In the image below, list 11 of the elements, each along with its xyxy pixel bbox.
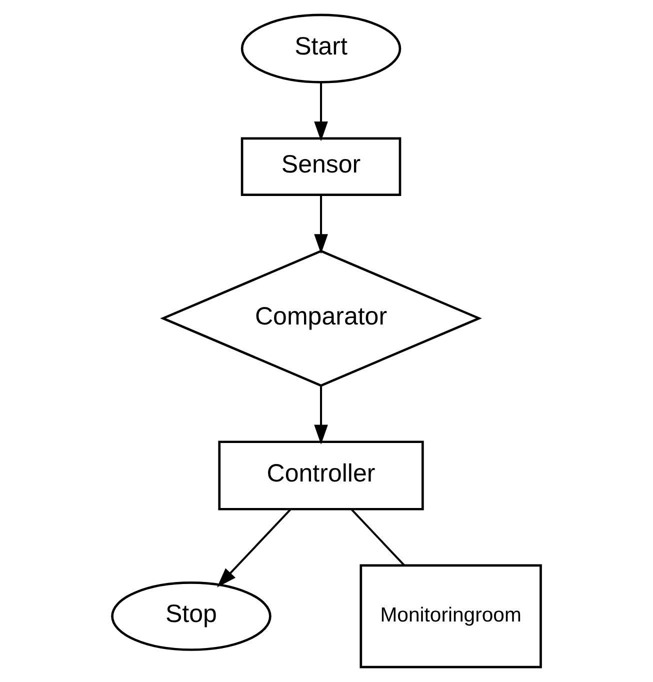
node-box: Monitoringroom: [360, 564, 542, 668]
node-box: Sensor: [240, 137, 402, 196]
arrow: [314, 82, 328, 142]
node-box: Controller: [218, 440, 424, 510]
node-ellipse: Start: [240, 14, 402, 84]
node-diamond: Comparator: [160, 250, 482, 387]
node-ellipse: Stop: [111, 582, 272, 651]
arrow: [314, 195, 328, 254]
connector: [351, 508, 405, 566]
arrow: [314, 386, 328, 445]
arrow: [217, 508, 291, 588]
